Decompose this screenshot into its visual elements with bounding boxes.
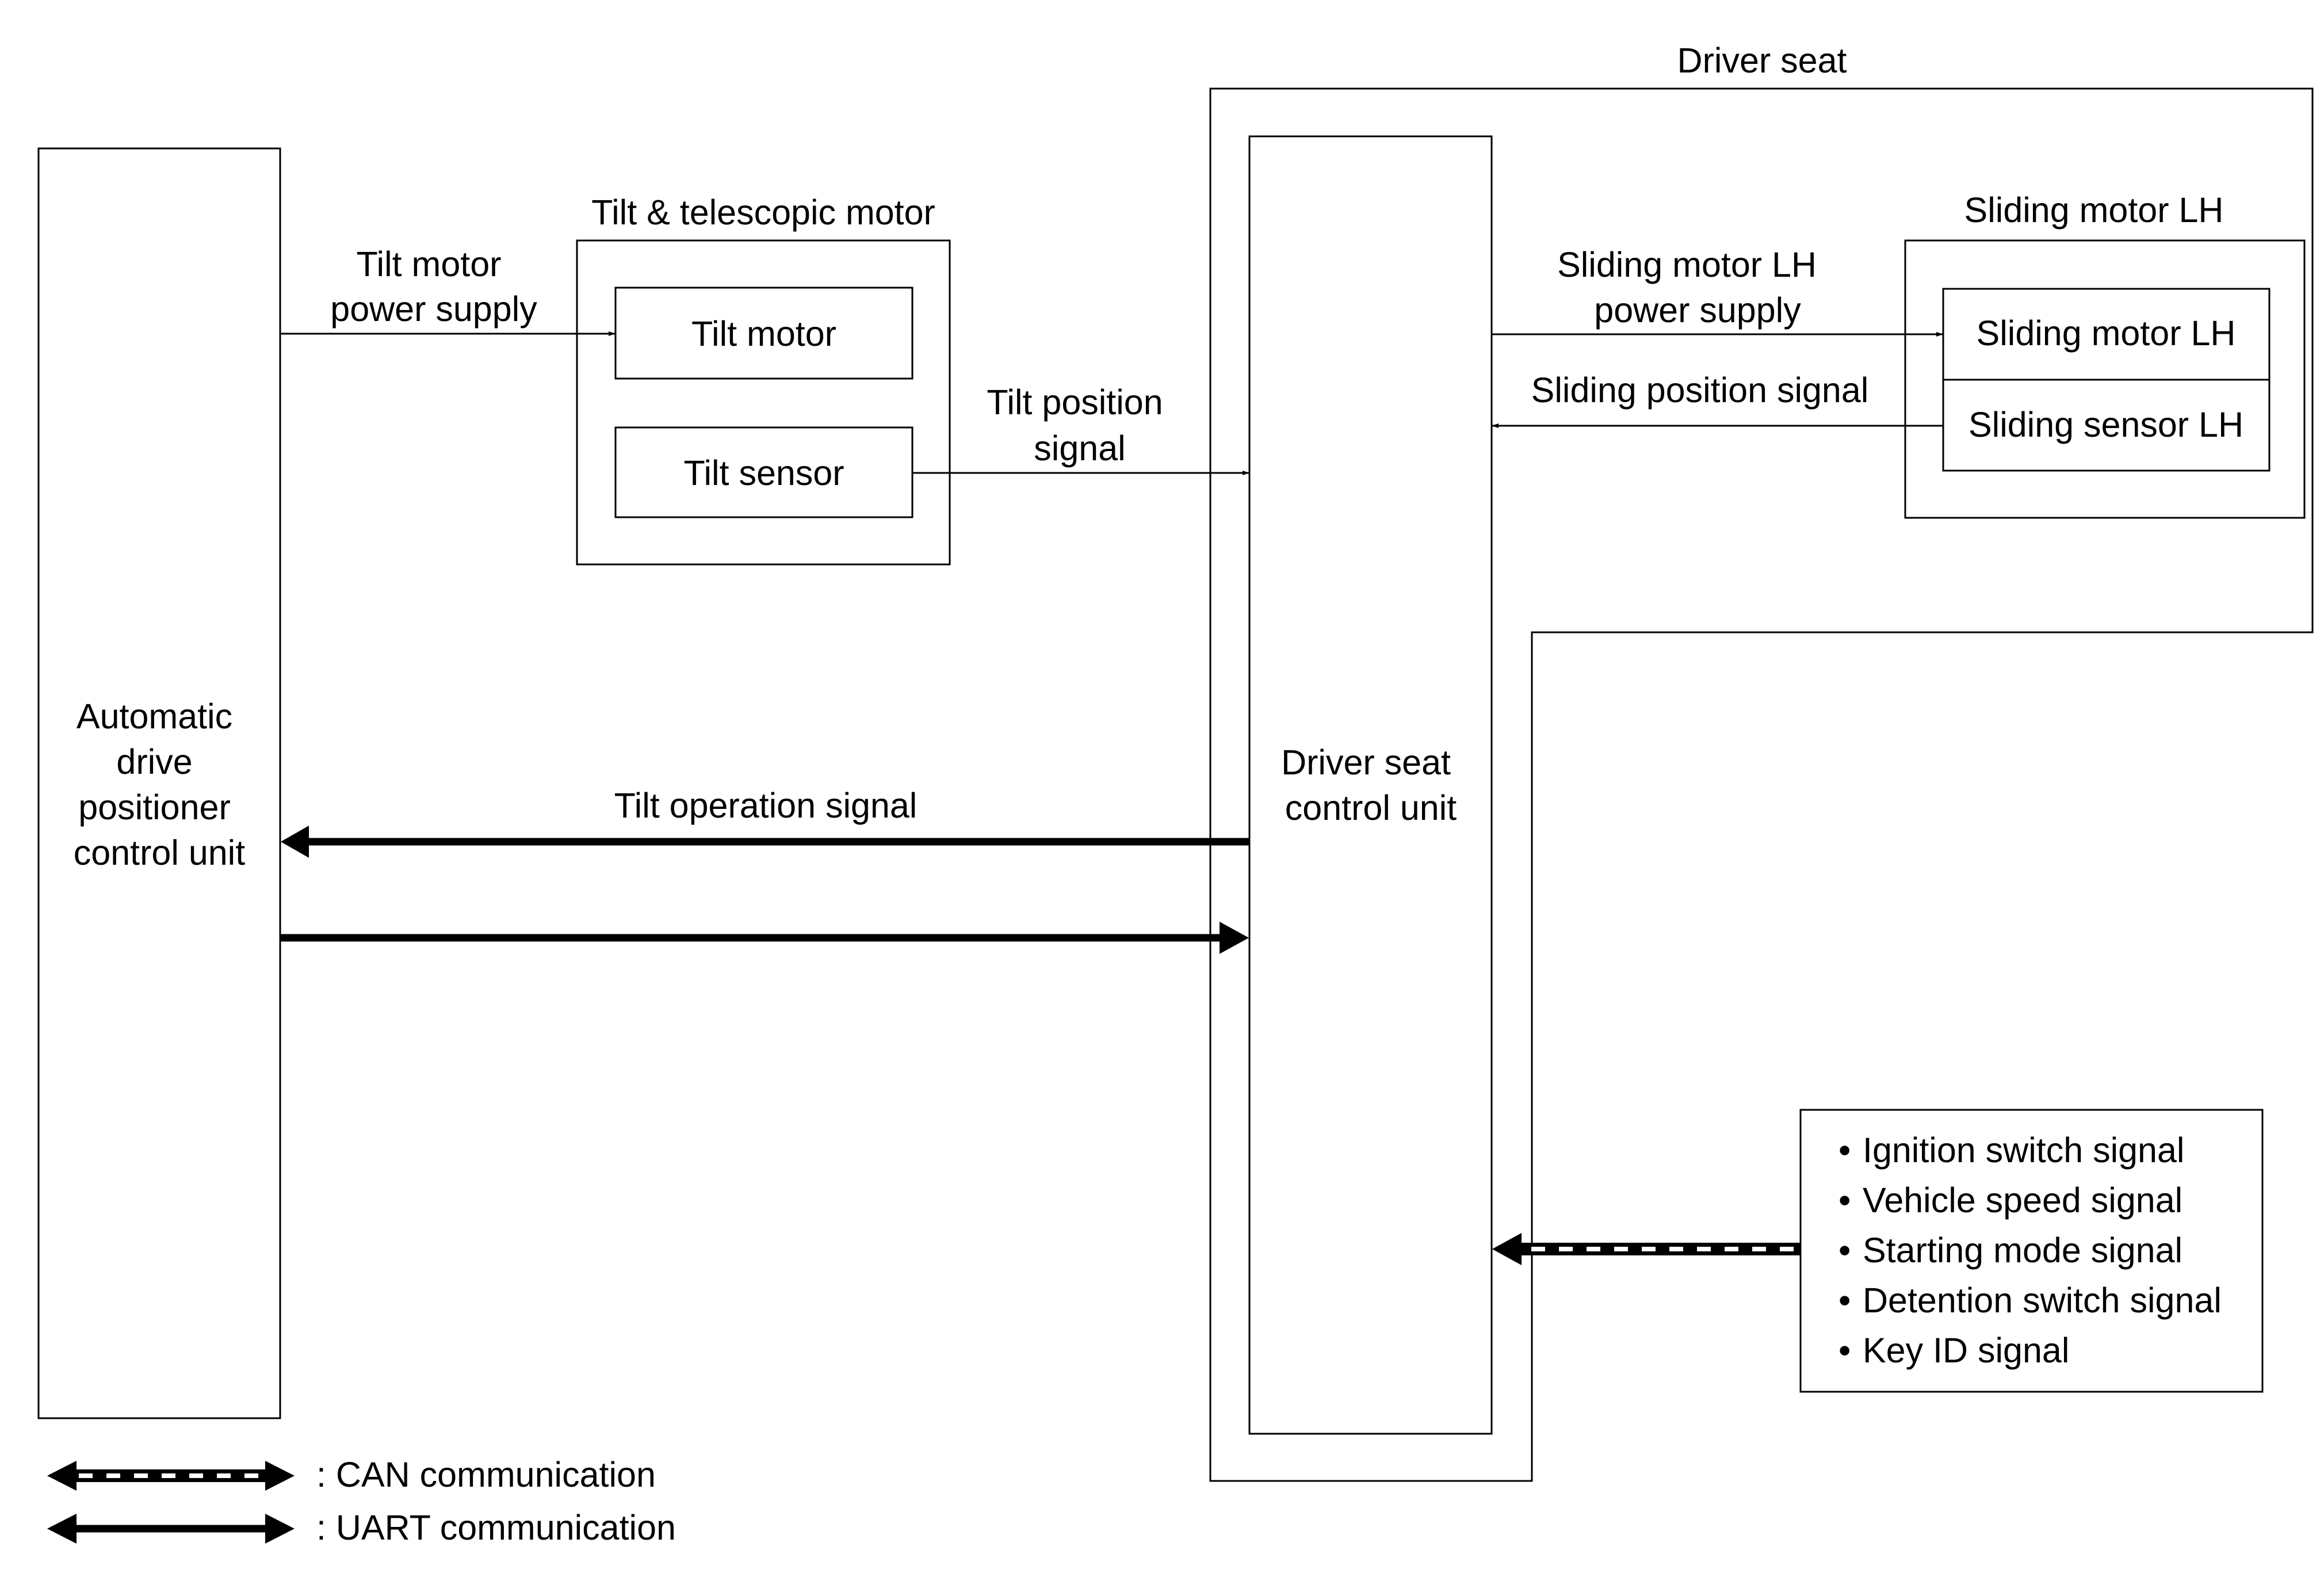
legend-uart-symbol bbox=[47, 1514, 295, 1544]
sliding-sensor-label: Sliding sensor LH bbox=[1968, 405, 2243, 444]
can-bullet-4: • bbox=[1838, 1281, 1851, 1320]
adp-control-unit-label: Automatic drive positioner control unit bbox=[74, 697, 245, 872]
can-item-3: Starting mode signal bbox=[1863, 1231, 2182, 1270]
can-item-5: Key ID signal bbox=[1863, 1331, 2069, 1370]
legend-uart: : UART communication bbox=[47, 1508, 676, 1547]
tilt-operation-signal-arrowhead bbox=[281, 826, 309, 858]
tilt-motor-power-label: Tilt motor power supply bbox=[330, 245, 537, 329]
driver-seat-control-unit-box bbox=[1248, 135, 1493, 1435]
driver-seat-outline bbox=[1209, 87, 2314, 1482]
driver-seat-control-unit-label: Driver seat control unit bbox=[1281, 743, 1461, 827]
uart-to-seat-arrowhead bbox=[1220, 922, 1249, 954]
tilt-motor-label: Tilt motor bbox=[691, 314, 836, 353]
tilt-sensor-label: Tilt sensor bbox=[683, 453, 844, 492]
adp-label-line-4: control unit bbox=[74, 833, 245, 872]
tilt-position-signal-label: Tilt position signal bbox=[987, 383, 1172, 468]
legend-can-label: : CAN communication bbox=[316, 1455, 656, 1494]
adp-label-line-2: drive bbox=[116, 742, 192, 781]
can-bullet-1: • bbox=[1838, 1131, 1851, 1170]
can-item-1: Ignition switch signal bbox=[1863, 1131, 2184, 1170]
can-bullet-2: • bbox=[1838, 1181, 1851, 1220]
sliding-position-signal-label: Sliding position signal bbox=[1531, 371, 1869, 410]
tilt-motor-box bbox=[614, 287, 913, 380]
legend-can: : CAN communication bbox=[47, 1455, 656, 1494]
can-input-signals-list: • Ignition switch signal • Vehicle speed… bbox=[1838, 1131, 2222, 1370]
adp-control-unit-box bbox=[37, 147, 281, 1419]
can-input-arrow bbox=[1492, 1233, 1801, 1265]
sliding-motor-lh-title: Sliding motor LH bbox=[1964, 190, 2224, 230]
driver-seat-title: Driver seat bbox=[1677, 41, 1847, 80]
can-bullet-5: • bbox=[1838, 1331, 1851, 1370]
tilt-telescopic-motor-title: Tilt & telescopic motor bbox=[591, 193, 935, 232]
sliding-power-label: Sliding motor LH power supply bbox=[1557, 245, 1826, 330]
adp-label-line-3: positioner bbox=[78, 788, 231, 827]
can-item-2: Vehicle speed signal bbox=[1863, 1181, 2182, 1220]
sliding-motor-label: Sliding motor LH bbox=[1977, 314, 2236, 353]
can-item-4: Detention switch signal bbox=[1863, 1281, 2222, 1320]
adp-label-line-1: Automatic bbox=[77, 697, 232, 736]
legend-uart-label: : UART communication bbox=[316, 1508, 676, 1547]
tilt-telescopic-motor-box bbox=[576, 239, 951, 566]
legend-can-symbol bbox=[47, 1461, 295, 1491]
tilt-operation-signal-label: Tilt operation signal bbox=[614, 786, 918, 825]
can-bullet-3: • bbox=[1838, 1231, 1851, 1270]
sliding-motor-lh-box bbox=[1904, 239, 2306, 519]
